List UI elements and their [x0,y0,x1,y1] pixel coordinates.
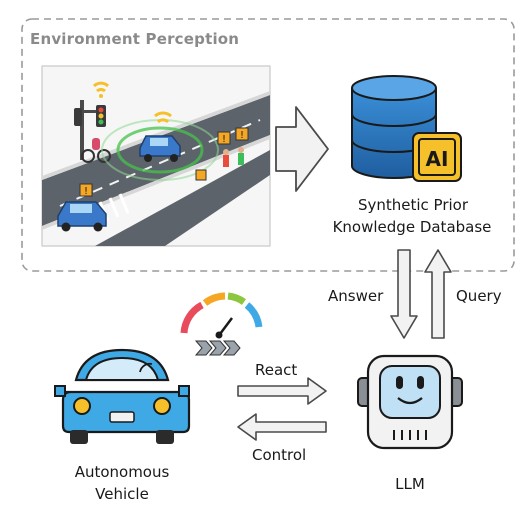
environment-perception-title: Environment Perception [30,30,240,48]
ai-badge-icon: AI [412,132,462,182]
llm-label: LLM [395,475,425,493]
vehicle-label-line1: Autonomous [74,463,170,481]
llm-robot-icon [357,354,463,450]
traffic-scene-illustration: ! ! ! [41,65,271,247]
database-label-line2: Knowledge Database [332,218,492,236]
query-arrow-up [424,249,452,339]
answer-label: Answer [328,287,384,305]
query-label: Query [456,287,502,305]
control-label: Control [252,446,307,464]
answer-arrow-down [390,249,418,339]
react-label: React [255,361,298,379]
ai-badge-text: AI [426,147,449,171]
react-arrow-right [237,377,327,405]
database-label-line1: Synthetic Prior [357,196,469,214]
svg-text:!: ! [240,130,244,141]
speedometer-icon [180,292,263,339]
control-arrow-left [237,413,327,441]
speed-chevrons-icon [194,340,241,356]
vehicle-label-line2: Vehicle [95,485,149,503]
autonomous-car-icon [54,348,191,444]
environment-perception-frame [21,18,515,272]
svg-text:!: ! [222,134,226,145]
perception-to-database-arrow [275,106,329,192]
svg-text:!: ! [84,186,88,197]
